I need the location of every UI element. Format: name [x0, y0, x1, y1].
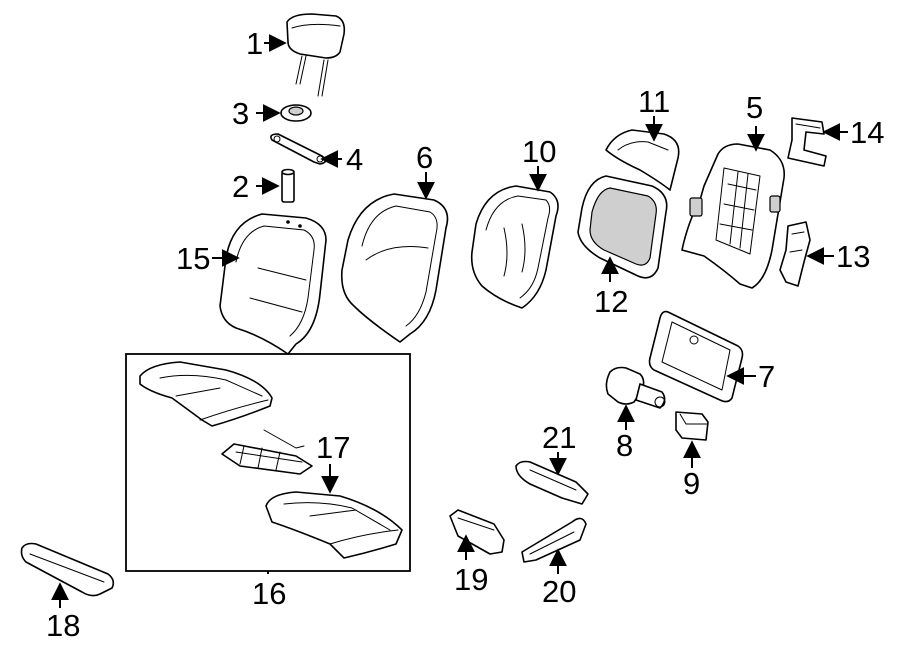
callout-16: 16 [252, 576, 286, 611]
callout-6: 6 [416, 140, 433, 175]
part-clip [787, 117, 827, 167]
part-back-panel [577, 175, 668, 279]
part-seat-back-frame [681, 143, 786, 289]
part-seat-cushion-cover [139, 361, 273, 427]
part-switch [675, 411, 709, 441]
callout-8: 8 [616, 428, 633, 463]
callout-20: 20 [542, 574, 576, 609]
callout-5: 5 [746, 90, 763, 125]
callout-2: 2 [232, 169, 249, 204]
part-seat-cushion-pad [265, 491, 403, 559]
part-bracket [270, 133, 327, 165]
callout-10: 10 [522, 134, 556, 169]
callout-7: 7 [758, 359, 775, 394]
part-seat-back-pad [470, 185, 559, 309]
part-back-board [648, 310, 744, 403]
part-motor [605, 366, 666, 409]
leader-lines [51, 34, 848, 608]
callout-13: 13 [836, 239, 870, 274]
callout-4: 4 [346, 142, 363, 177]
callout-21: 21 [542, 420, 576, 455]
part-upper-trim [605, 129, 680, 191]
callout-9: 9 [683, 466, 700, 501]
callout-17: 17 [316, 430, 350, 465]
part-front-trim [449, 509, 505, 555]
callout-18: 18 [46, 608, 80, 643]
part-rail-cover [521, 517, 587, 563]
part-seat-back-cover [219, 213, 327, 355]
callout-19: 19 [454, 562, 488, 597]
part-seat-back-cushion [340, 193, 449, 343]
part-side-trim [20, 542, 115, 597]
callout-14: 14 [850, 115, 884, 150]
callout-12: 12 [594, 284, 628, 319]
part-guide-grommet [280, 104, 312, 122]
callout-11: 11 [638, 84, 670, 119]
callout-3: 3 [232, 96, 249, 131]
callout-15: 15 [176, 241, 210, 276]
part-headrest [286, 13, 346, 97]
callout-1: 1 [246, 26, 263, 61]
part-side-bracket [779, 221, 811, 287]
part-guide-tube [281, 168, 295, 203]
part-track-cover [515, 460, 589, 505]
callout-labels: 1 2 3 4 5 6 7 8 9 10 11 12 13 14 15 16 1… [46, 26, 884, 643]
part-seat-heater-mat [221, 429, 313, 475]
